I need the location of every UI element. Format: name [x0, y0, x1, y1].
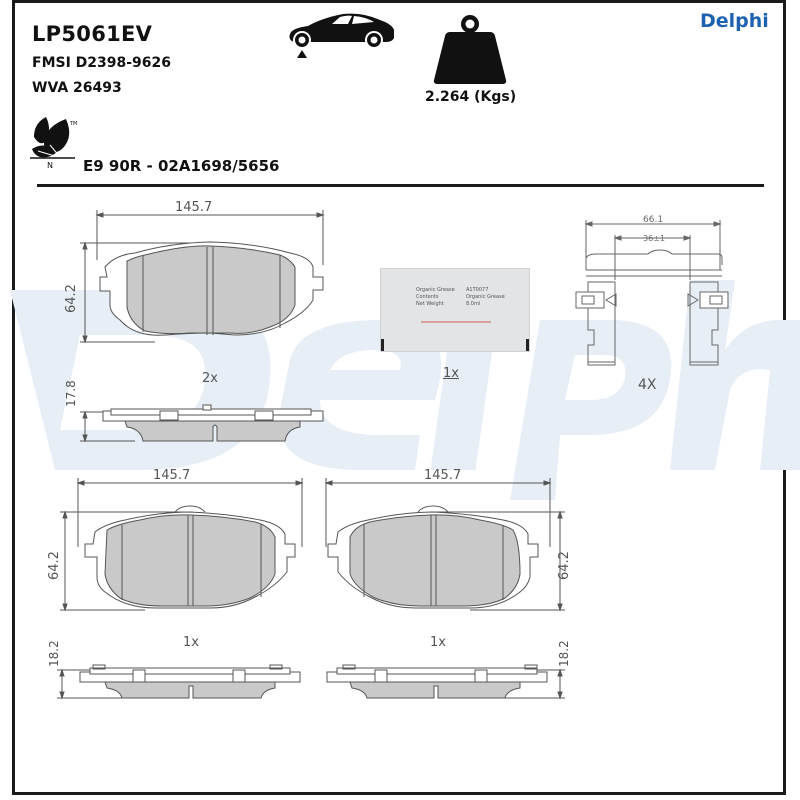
svg-text:TM: TM	[69, 121, 77, 127]
eco-leaf-icon: N TM	[30, 117, 77, 170]
sachet-label-1: Organic Grease	[416, 287, 455, 293]
car-jack-icon	[289, 13, 394, 58]
svg-text:145.7: 145.7	[424, 468, 461, 483]
sachet-quantity: 1x	[443, 366, 459, 381]
fmsi-code: FMSI D2398-9626	[32, 55, 172, 71]
svg-text:64.2: 64.2	[557, 551, 572, 580]
svg-text:145.7: 145.7	[175, 200, 212, 215]
svg-text:64.2: 64.2	[47, 551, 62, 580]
top-pad-drawing: 145.7 64.2 2x 17.8	[64, 200, 325, 443]
wva-code: WVA 26493	[32, 80, 122, 96]
svg-text:1x: 1x	[430, 635, 446, 650]
bottom-right-pad-drawing: 145.7 64.2 1x 18.2	[324, 468, 572, 700]
svg-text:2x: 2x	[202, 371, 218, 386]
grease-sachet: Organic Grease Contents Net Weight A1T00…	[380, 268, 530, 352]
header-divider	[37, 184, 764, 187]
svg-text:1x: 1x	[183, 635, 199, 650]
svg-text:64.2: 64.2	[64, 284, 79, 313]
sachet-label-2: Contents	[416, 294, 439, 300]
clip-quantity: 4X	[638, 377, 657, 393]
weight-icon	[433, 15, 507, 84]
clip-drawing: 66.1 36±1	[575, 215, 729, 366]
svg-text:18.2: 18.2	[557, 640, 571, 667]
sachet-label-3: Net Weight	[416, 301, 444, 307]
svg-text:66.1: 66.1	[643, 215, 663, 225]
weight-value: 2.264 (Kgs)	[425, 89, 517, 105]
svg-text:145.7: 145.7	[153, 468, 190, 483]
brand-logo: Delphi	[700, 10, 769, 32]
svg-text:36±1: 36±1	[643, 234, 665, 243]
part-number: LP5061EV	[32, 22, 153, 46]
svg-text:17.8: 17.8	[64, 380, 78, 407]
approval-code: E9 90R - 02A1698/5656	[83, 157, 280, 175]
bottom-left-pad-drawing: 145.7 64.2 1x 18.2	[47, 468, 304, 700]
svg-text:N: N	[47, 161, 53, 170]
sachet-value-3: 8.0ml	[466, 301, 481, 307]
sachet-value-1: A1T0077	[466, 287, 489, 293]
svg-text:18.2: 18.2	[47, 640, 61, 667]
sachet-value-2: Organic Grease	[466, 294, 505, 300]
